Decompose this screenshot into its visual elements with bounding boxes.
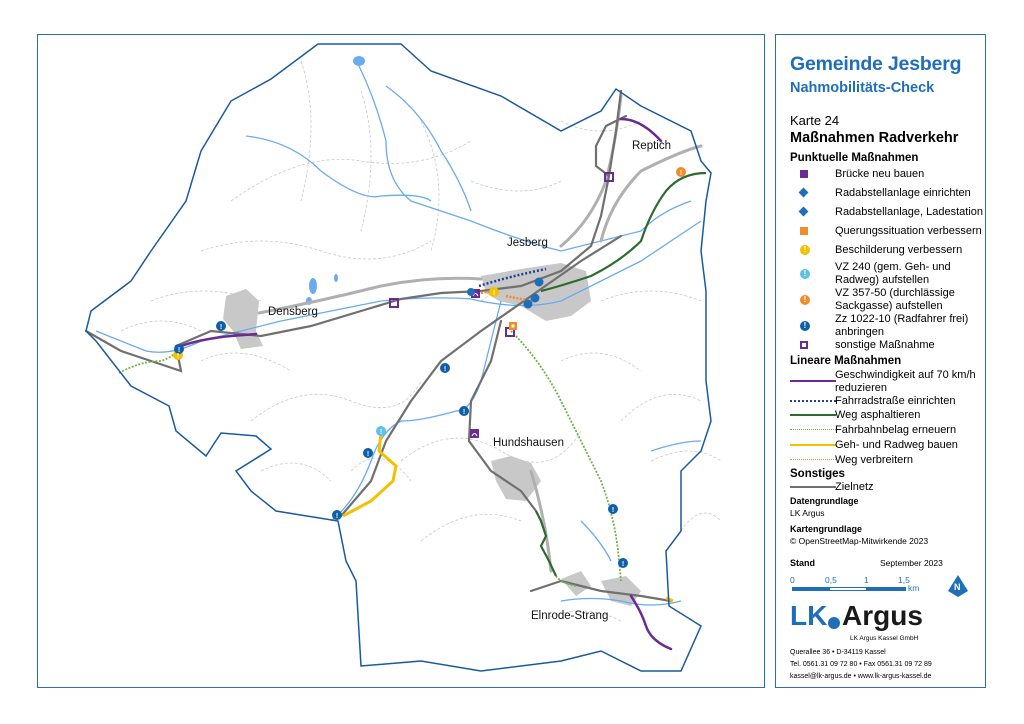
map-title: Maßnahmen Radverkehr (790, 130, 959, 146)
svg-text:!: ! (463, 409, 465, 416)
lakes (306, 56, 365, 305)
sign-zz1022-icon: ! (800, 321, 810, 331)
rivers (95, 65, 702, 606)
marker-vz240[interactable] (376, 426, 386, 436)
phone-fax: Tel. 0561.31 09 72 80 • Fax 0561.31 09 7… (790, 661, 932, 668)
logo-wave-icon (828, 617, 840, 629)
contact: kassel@lk-argus.de • www.lk-argus-kassel… (790, 673, 932, 680)
line-asphalt-swatch (790, 414, 836, 416)
map-svg: !!! !!! !!! !!! (84, 43, 722, 672)
sign-vz240-icon: ! (800, 269, 810, 279)
page-subtitle: Nahmobilitäts-Check (790, 80, 935, 96)
company-name: LK Argus Kassel GmbH (850, 635, 919, 642)
svg-text:!: ! (612, 507, 614, 514)
point-measures-heading: Punktuelle Maßnahmen (790, 152, 919, 164)
line-geh-radweg-swatch (790, 444, 836, 446)
address: Querallee 36 • D-34119 Kassel (790, 649, 886, 656)
place-label-densberg: Densberg (268, 306, 318, 318)
svg-text:!: ! (367, 451, 369, 458)
svg-text:!: ! (622, 561, 624, 568)
line-belag-swatch (790, 429, 836, 430)
line-fahrradstrasse-swatch (790, 400, 836, 402)
place-label-jesberg: Jesberg (507, 237, 548, 249)
marker-bridge[interactable] (471, 289, 480, 298)
zielnetz-main (84, 89, 673, 603)
other-heading: Sonstiges (790, 468, 845, 480)
status-date: September 2023 (880, 558, 943, 568)
line-asphalt (535, 171, 707, 577)
scale-bar: 0 0,5 1 1,5 km (790, 575, 920, 593)
marker-bike-parking[interactable] (467, 277, 544, 309)
data-source: LK Argus (790, 508, 825, 518)
sign-vz357-icon: ! (800, 295, 810, 305)
signage-icon: ! (800, 245, 810, 255)
map-number: Karte 24 (790, 113, 840, 128)
line-speed-70-swatch (790, 380, 836, 382)
north-arrow-icon: N (948, 575, 968, 597)
basemap-credit: © OpenStreetMap-Mitwirkende 2023 (790, 536, 929, 546)
footpath-network (120, 60, 722, 622)
line-verbreitern-swatch (790, 459, 836, 460)
zielnetz-secondary (257, 94, 703, 573)
line-belag (118, 330, 622, 587)
svg-text:!: ! (336, 513, 338, 520)
marker-bridge[interactable] (470, 429, 479, 438)
place-label-reptich: Reptich (632, 140, 671, 152)
svg-text:!: ! (177, 353, 179, 360)
company-logo: LK Argus (790, 600, 923, 631)
marker-other-measure[interactable] (604, 172, 614, 182)
bridge-icon (800, 170, 808, 178)
marker-crossing[interactable] (509, 322, 517, 330)
marker-zz1022[interactable] (174, 321, 628, 568)
svg-text:!: ! (220, 324, 222, 331)
line-geh-radweg (342, 432, 398, 518)
other-measure-icon (800, 341, 808, 349)
marker-vz357[interactable] (676, 167, 686, 177)
map-canvas[interactable]: !!! !!! !!! !!! Jesberg Reptich Densberg… (37, 34, 765, 688)
legend-panel: Gemeinde Jesberg Nahmobilitäts-Check Kar… (775, 34, 986, 688)
basemap-heading: Kartengrundlage (790, 524, 863, 534)
svg-text:!: ! (178, 347, 180, 354)
bike-parking-icon (798, 187, 809, 198)
marker-other-measure[interactable] (389, 298, 399, 308)
line-zielnetz-swatch (790, 486, 836, 488)
svg-text:!: ! (444, 366, 446, 373)
linear-measures-heading: Lineare Maßnahmen (790, 355, 902, 367)
svg-text:!: ! (380, 429, 382, 436)
place-label-hundshausen: Hundshausen (493, 437, 564, 449)
point-markers: !!! !!! !!! !!! (173, 167, 686, 568)
line-speed-70 (179, 117, 673, 651)
crossing-icon (800, 227, 808, 235)
status-heading: Stand (790, 558, 816, 568)
svg-text:!: ! (493, 290, 495, 297)
svg-text:!: ! (680, 170, 682, 177)
municipal-boundary (85, 43, 712, 672)
data-source-heading: Datengrundlage (790, 496, 859, 506)
page-title: Gemeinde Jesberg (790, 53, 962, 75)
bike-parking-charging-icon (798, 206, 809, 217)
place-label-elnrode-strang: Elnrode-Strang (531, 610, 609, 622)
